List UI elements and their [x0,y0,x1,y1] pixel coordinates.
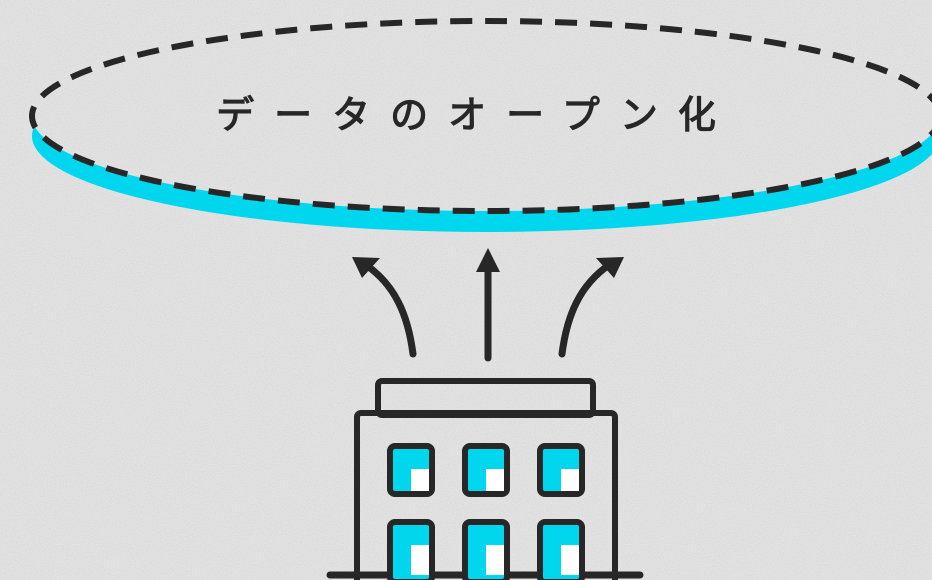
ellipse-grain [32,21,932,211]
arrow-head-center [476,248,500,272]
building-icon [326,378,644,580]
arrow-heads [352,248,624,278]
arrow-head-left [352,257,380,278]
window [462,519,510,580]
arrow-head-right [596,257,624,278]
window [537,519,585,580]
building-body [354,410,618,580]
banner-title: データのオープン化 [216,93,736,137]
arrow-right [558,261,613,358]
window [462,443,510,497]
window [537,443,585,497]
arrow-left [362,261,417,358]
window [387,519,435,580]
dashed-ellipse-icon [29,18,932,214]
window [387,443,435,497]
upward-arrows-icon [362,261,613,362]
